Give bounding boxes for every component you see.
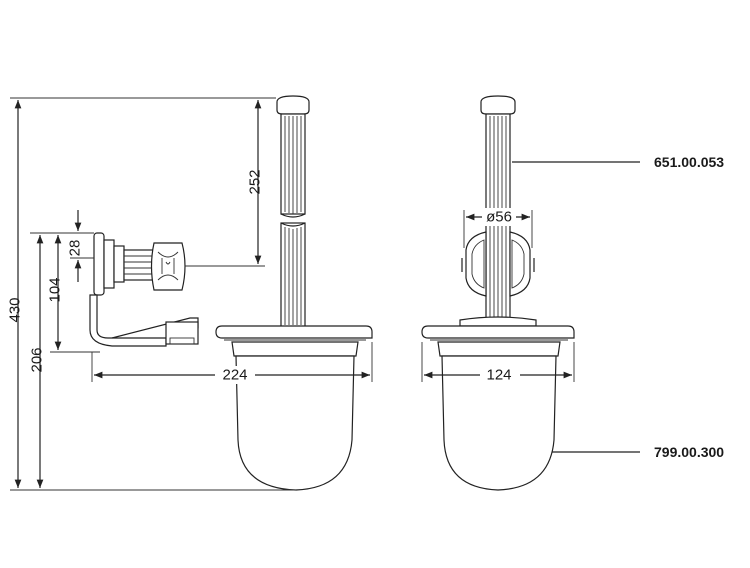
- front-view: ø56 124 651.00.053 799.00.300: [421, 95, 724, 491]
- dim-104: 104: [47, 277, 64, 302]
- dim-diameter-56: ø56: [486, 209, 512, 226]
- dim-206: 206: [29, 347, 46, 372]
- bracket-arm: [89, 294, 199, 347]
- dim-252: 252: [247, 169, 264, 194]
- bowl-side: [215, 325, 373, 491]
- wall-mount: [93, 232, 186, 296]
- side-dimensions: [10, 97, 373, 491]
- part-number-bowl: 799.00.300: [654, 444, 724, 460]
- brush-handle-side: [276, 95, 310, 328]
- bowl-front: [421, 325, 575, 491]
- rosette-front: [459, 231, 537, 327]
- dim-224: 224: [222, 367, 247, 384]
- dim-430: 430: [7, 297, 24, 322]
- dim-124: 124: [486, 367, 511, 384]
- part-number-brush: 651.00.053: [654, 154, 724, 170]
- side-view: 430 206 104 28 252 224: [7, 95, 373, 491]
- dim-28: 28: [67, 240, 84, 257]
